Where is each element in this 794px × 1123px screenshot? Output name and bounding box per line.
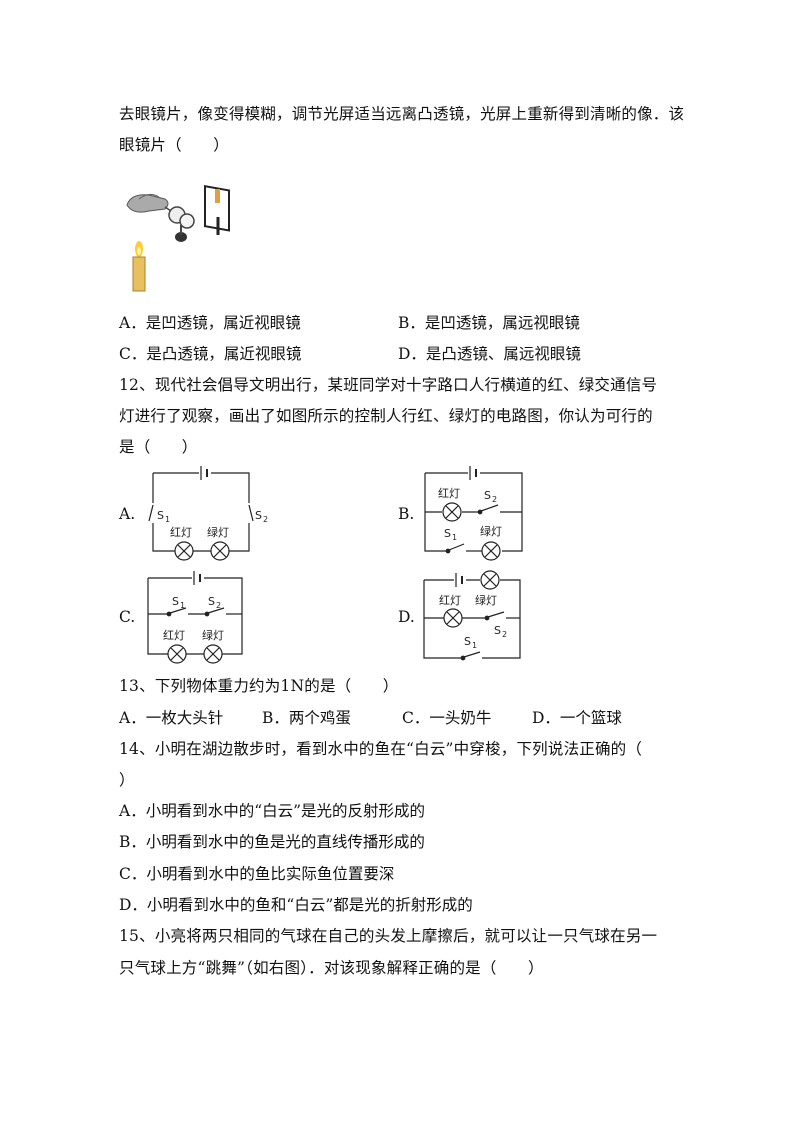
q14-option-b[interactable]: B．小明看到水中的鱼是光的直线传播形成的 <box>119 833 425 851</box>
q15-line-2: 只气球上方“跳舞”（如右图）．对该现象解释正确的是（ ） <box>119 959 544 977</box>
circuit-a-s2-label: S <box>255 509 262 522</box>
svg-text:1: 1 <box>165 515 170 524</box>
q11-option-d[interactable]: D．是凸透镜、属远视眼镜 <box>398 345 581 363</box>
q14-line-1: 14、小明在湖边散步时，看到水中的鱼在“白云”中穿梭，下列说法正确的（ <box>119 740 643 758</box>
q12-line-1: 12、现代社会倡导文明出行，某班同学对十字路口人行横道的红、绿交通信号 <box>119 376 658 394</box>
lens-experiment-figure <box>119 165 239 299</box>
svg-text:2: 2 <box>492 495 497 504</box>
circuit-a-s1-label: S <box>157 509 164 522</box>
circuit-d-green-label: 绿灯 <box>475 593 497 607</box>
q14-option-c[interactable]: C．小明看到水中的鱼比实际鱼位置要深 <box>119 865 395 883</box>
circuit-c-green-label: 绿灯 <box>202 628 224 642</box>
svg-text:2: 2 <box>216 601 221 610</box>
circuit-b-red-label: 红灯 <box>438 487 460 500</box>
svg-text:2: 2 <box>263 515 268 524</box>
circuit-b-s1-label: S <box>444 527 451 540</box>
circuit-a-green-label: 绿灯 <box>207 525 229 539</box>
q15-line-1: 15、小亮将两只相同的气球在自己的头发上摩擦后，就可以让一只气球在另一 <box>119 927 658 945</box>
q12-option-a-label[interactable]: A. <box>119 505 136 523</box>
svg-text:1: 1 <box>180 601 185 610</box>
circuit-b-s2-label: S <box>484 489 491 502</box>
circuit-d-diagram: 红灯 绿灯 S 2 S 1 <box>420 568 526 667</box>
svg-text:1: 1 <box>452 533 457 542</box>
q12-line-3: 是（ ） <box>119 438 198 456</box>
q13-option-b[interactable]: B．两个鸡蛋 <box>262 709 351 727</box>
q11-option-c[interactable]: C．是凸透镜，属近视眼镜 <box>119 345 302 363</box>
q13-option-a[interactable]: A．一枚大头针 <box>119 709 224 727</box>
circuit-a-diagram: S 1 S 2 红灯 绿灯 <box>145 463 275 567</box>
circuit-b-diagram: 红灯 S 2 S 1 绿灯 <box>420 463 530 567</box>
q12-option-b-label[interactable]: B. <box>398 505 415 523</box>
q12-option-d-label[interactable]: D. <box>398 608 415 626</box>
circuit-d-s1-label: S <box>464 635 471 648</box>
circuit-c-red-label: 红灯 <box>163 629 185 642</box>
q11-line-1: 去眼镜片，像变得模糊，调节光屏适当远离凸透镜，光屏上重新得到清晰的像．该 <box>119 105 685 123</box>
svg-text:1: 1 <box>472 641 477 650</box>
q13-option-c[interactable]: C．一头奶牛 <box>402 709 492 727</box>
q14-option-d[interactable]: D．小明看到水中的鱼和“白云”都是光的折射形成的 <box>119 896 473 914</box>
q11-line-2: 眼镜片（ ） <box>119 136 229 154</box>
circuit-c-s1-label: S <box>172 595 179 608</box>
svg-text:2: 2 <box>502 630 507 639</box>
circuit-d-red-label: 红灯 <box>439 594 461 607</box>
q13-line-1: 13、下列物体重力约为1N的是（ ） <box>119 677 399 695</box>
q11-option-a[interactable]: A．是凹透镜，属近视眼镜 <box>119 314 301 332</box>
q13-option-d[interactable]: D．一个篮球 <box>532 709 622 727</box>
q14-option-a[interactable]: A．小明看到水中的“白云”是光的反射形成的 <box>119 802 426 820</box>
circuit-b-green-label: 绿灯 <box>480 524 502 538</box>
q14-line-2: ） <box>119 771 135 789</box>
circuit-d-s2-label: S <box>494 624 501 637</box>
q11-option-b[interactable]: B．是凹透镜，属远视眼镜 <box>398 314 580 332</box>
q12-option-c-label[interactable]: C. <box>119 608 136 626</box>
circuit-c-s2-label: S <box>208 595 215 608</box>
circuit-a-red-label: 红灯 <box>170 526 192 539</box>
circuit-c-diagram: S 1 S 2 红灯 绿灯 <box>144 568 250 672</box>
q12-line-2: 灯进行了观察，画出了如图所示的控制人行红、绿灯的电路图，你认为可行的 <box>119 407 653 425</box>
